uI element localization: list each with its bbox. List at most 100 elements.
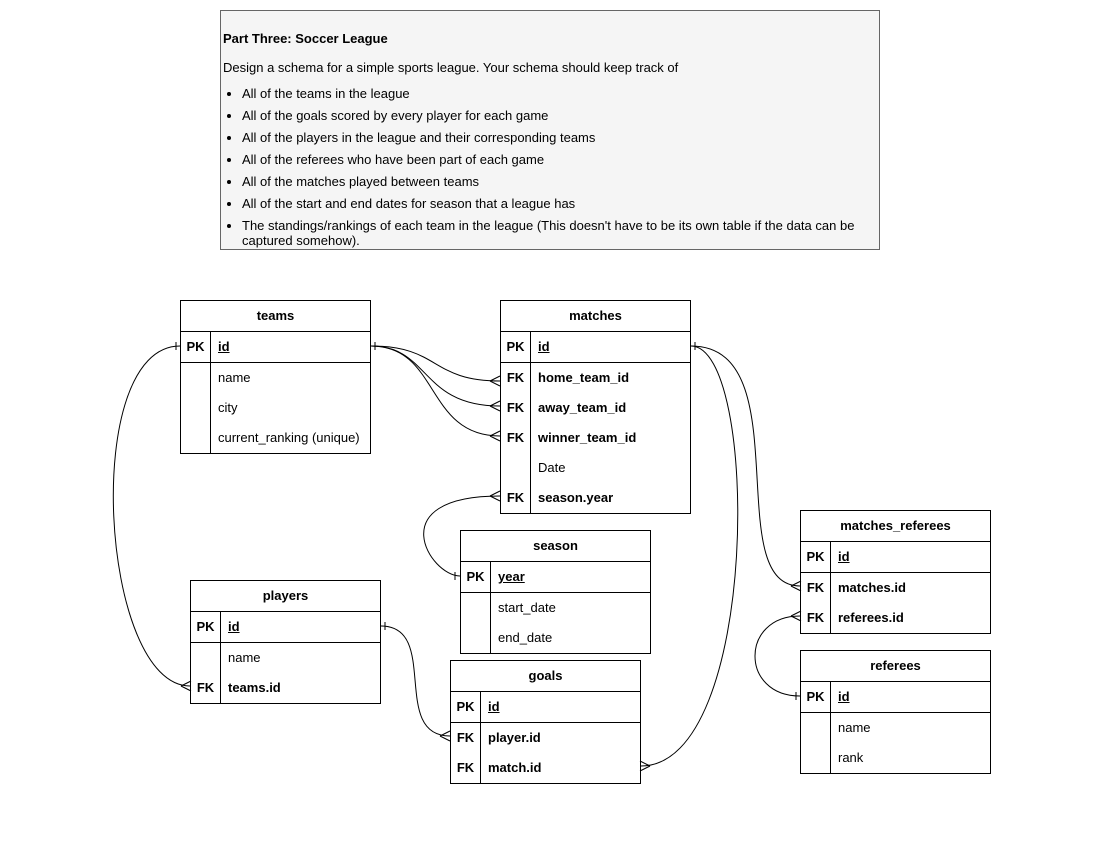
field-name: id bbox=[228, 619, 240, 634]
entity-title[interactable]: referees bbox=[801, 651, 990, 682]
key-label: PK bbox=[801, 682, 831, 712]
key-label: FK bbox=[191, 673, 221, 703]
entity-players[interactable]: players PK id name FK teams.id bbox=[190, 580, 381, 704]
requirement-item: All of the matches played between teams bbox=[242, 174, 879, 189]
field-name: end_date bbox=[498, 630, 553, 645]
field-name: rank bbox=[838, 750, 864, 765]
key-label bbox=[181, 423, 211, 453]
field-row[interactable]: end_date bbox=[461, 623, 650, 653]
field-row[interactable]: PK id bbox=[191, 612, 380, 643]
field-row[interactable]: FK winner_team_id bbox=[501, 423, 690, 453]
field-row[interactable]: FK referees.id bbox=[801, 603, 990, 633]
entity-matches[interactable]: matches PK id FK home_team_id FK away_te… bbox=[500, 300, 691, 514]
field-row[interactable]: FK match.id bbox=[451, 753, 640, 783]
field-row[interactable]: name bbox=[191, 643, 380, 673]
entity-title[interactable]: goals bbox=[451, 661, 640, 692]
field-name: current_ranking (unique) bbox=[218, 430, 360, 445]
field-row[interactable]: PK id bbox=[801, 682, 990, 713]
field-row[interactable]: FK matches.id bbox=[801, 573, 990, 603]
field-row[interactable]: FK teams.id bbox=[191, 673, 380, 703]
key-label: PK bbox=[461, 562, 491, 592]
entity-title[interactable]: matches_referees bbox=[801, 511, 990, 542]
field-name: Date bbox=[538, 460, 566, 475]
entity-goals[interactable]: goals PK id FK player.id FK match.id bbox=[450, 660, 641, 784]
key-label: FK bbox=[451, 753, 481, 783]
entity-title[interactable]: players bbox=[191, 581, 380, 612]
requirement-item: All of the teams in the league bbox=[242, 86, 879, 101]
field-row[interactable]: PK year bbox=[461, 562, 650, 593]
field-name: id bbox=[488, 699, 500, 714]
key-label bbox=[181, 393, 211, 423]
note-intro: Design a schema for a simple sports leag… bbox=[223, 60, 679, 75]
entity-title[interactable]: teams bbox=[181, 301, 370, 332]
entity-referees[interactable]: referees PK id name rank bbox=[800, 650, 991, 774]
field-row[interactable]: PK id bbox=[501, 332, 690, 363]
field-name: referees.id bbox=[838, 610, 904, 625]
edge-teams-home-team[interactable] bbox=[370, 342, 501, 387]
key-label: PK bbox=[501, 332, 531, 362]
key-label bbox=[461, 593, 491, 623]
key-label bbox=[501, 453, 531, 483]
entity-title[interactable]: matches bbox=[501, 301, 690, 332]
requirement-item: All of the players in the league and the… bbox=[242, 130, 879, 145]
field-row[interactable]: PK id bbox=[801, 542, 990, 573]
edge-teams-away-team[interactable] bbox=[370, 345, 501, 412]
edge-teams-winner-team[interactable] bbox=[370, 345, 501, 442]
entity-title[interactable]: season bbox=[461, 531, 650, 562]
key-label: PK bbox=[191, 612, 221, 642]
key-label: PK bbox=[801, 542, 831, 572]
note-title: Part Three: Soccer League bbox=[223, 31, 388, 46]
field-name: id bbox=[838, 549, 850, 564]
instructions-note: Part Three: Soccer League Design a schem… bbox=[220, 10, 880, 250]
field-row[interactable]: Date bbox=[501, 453, 690, 483]
edge-matches-matches-referees[interactable] bbox=[690, 345, 802, 592]
requirements-list: All of the teams in the league All of th… bbox=[221, 86, 879, 249]
field-name: teams.id bbox=[228, 680, 281, 695]
requirement-item: All of the referees who have been part o… bbox=[242, 152, 879, 167]
field-row[interactable]: FK away_team_id bbox=[501, 393, 690, 423]
key-label bbox=[801, 713, 831, 743]
field-row[interactable]: city bbox=[181, 393, 370, 423]
requirement-item: The standings/rankings of each team in t… bbox=[242, 218, 879, 248]
field-name: id bbox=[838, 689, 850, 704]
field-name: season.year bbox=[538, 490, 614, 505]
requirement-item: All of the goals scored by every player … bbox=[242, 108, 879, 123]
entity-teams[interactable]: teams PK id name city current_ranking (u… bbox=[180, 300, 371, 454]
field-row[interactable]: FK home_team_id bbox=[501, 363, 690, 393]
key-label: PK bbox=[451, 692, 481, 722]
key-label bbox=[801, 743, 831, 773]
field-row[interactable]: start_date bbox=[461, 593, 650, 623]
field-row[interactable]: PK id bbox=[181, 332, 370, 363]
key-label: PK bbox=[181, 332, 211, 362]
field-row[interactable]: rank bbox=[801, 743, 990, 773]
key-label bbox=[181, 363, 211, 393]
field-name: name bbox=[228, 650, 261, 665]
field-name: player.id bbox=[488, 730, 541, 745]
key-label: FK bbox=[501, 423, 531, 453]
field-name: city bbox=[218, 400, 238, 415]
field-row[interactable]: FK season.year bbox=[501, 483, 690, 513]
field-row[interactable]: name bbox=[801, 713, 990, 743]
field-row[interactable]: FK player.id bbox=[451, 723, 640, 753]
key-label: FK bbox=[451, 723, 481, 753]
field-name: start_date bbox=[498, 600, 556, 615]
field-name: name bbox=[838, 720, 871, 735]
key-label bbox=[191, 643, 221, 673]
key-label: FK bbox=[501, 483, 531, 513]
entity-season[interactable]: season PK year start_date end_date bbox=[460, 530, 651, 654]
field-row[interactable]: name bbox=[181, 363, 370, 393]
edge-players-goals[interactable] bbox=[380, 622, 451, 742]
key-label bbox=[461, 623, 491, 653]
key-label: FK bbox=[501, 363, 531, 393]
field-name: id bbox=[218, 339, 230, 354]
field-name: away_team_id bbox=[538, 400, 627, 415]
field-name: winner_team_id bbox=[538, 430, 637, 445]
edge-referees-matches-referees[interactable] bbox=[754, 610, 802, 700]
key-label: FK bbox=[501, 393, 531, 423]
field-name: id bbox=[538, 339, 550, 354]
entity-matches-referees[interactable]: matches_referees PK id FK matches.id FK … bbox=[800, 510, 991, 634]
field-name: home_team_id bbox=[538, 370, 630, 385]
field-row[interactable]: current_ranking (unique) bbox=[181, 423, 370, 453]
requirement-item: All of the start and end dates for seaso… bbox=[242, 196, 879, 211]
field-row[interactable]: PK id bbox=[451, 692, 640, 723]
